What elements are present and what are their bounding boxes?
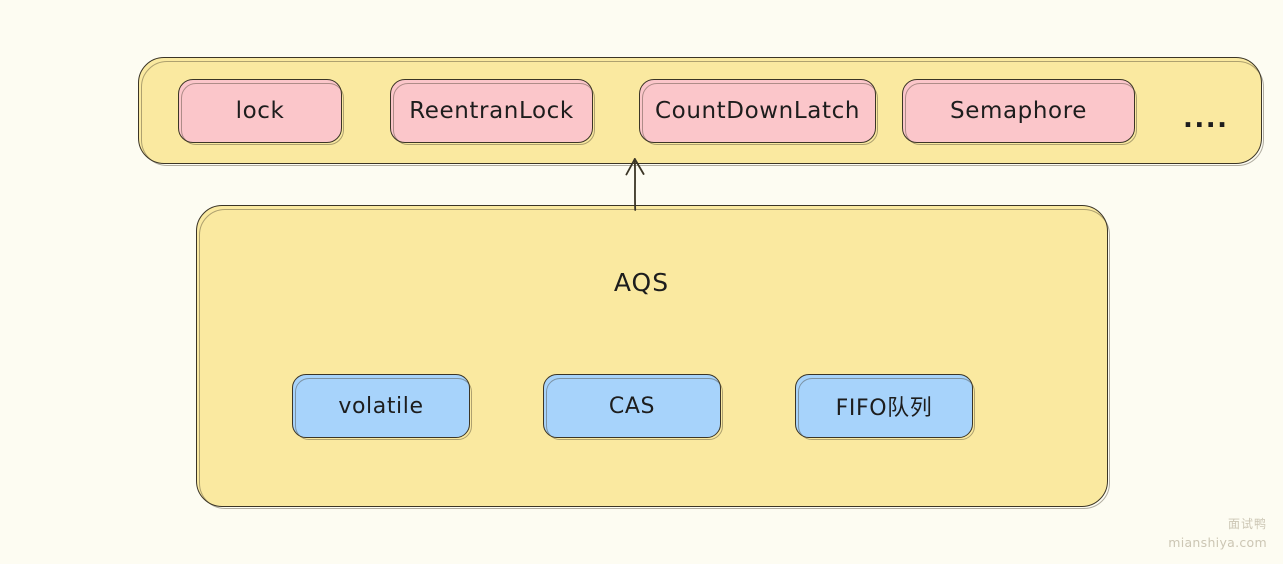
watermark-brand: 面试鸭 <box>1227 517 1267 532</box>
top-item-lock-label: lock <box>235 98 285 124</box>
upward-arrow-icon <box>625 158 645 211</box>
aqs-title: AQS <box>613 268 670 297</box>
top-item-countdownlatch-label: CountDownLatch <box>654 98 861 124</box>
bottom-item-volatile[interactable]: volatile <box>292 374 472 440</box>
bottom-item-cas-label: CAS <box>608 393 656 419</box>
bottom-item-cas[interactable]: CAS <box>543 374 723 440</box>
watermark: 面试鸭 mianshiya.com <box>1168 516 1267 552</box>
top-item-semaphore[interactable]: Semaphore <box>902 79 1137 145</box>
bottom-group-container <box>196 205 1110 509</box>
top-item-lock[interactable]: lock <box>178 79 344 145</box>
bottom-item-fifo-queue[interactable]: FIFO队列 <box>795 374 975 440</box>
watermark-url: mianshiya.com <box>1168 534 1267 550</box>
top-item-reentranlock[interactable]: ReentranLock <box>390 79 595 145</box>
top-item-semaphore-label: Semaphore <box>950 98 1087 124</box>
bottom-item-fifo-queue-label: FIFO队列 <box>835 396 933 421</box>
top-group-ellipsis: .... <box>1183 104 1229 134</box>
top-item-reentranlock-label: ReentranLock <box>409 98 574 124</box>
bottom-item-volatile-label: volatile <box>338 393 424 419</box>
top-item-countdownlatch[interactable]: CountDownLatch <box>639 79 878 145</box>
